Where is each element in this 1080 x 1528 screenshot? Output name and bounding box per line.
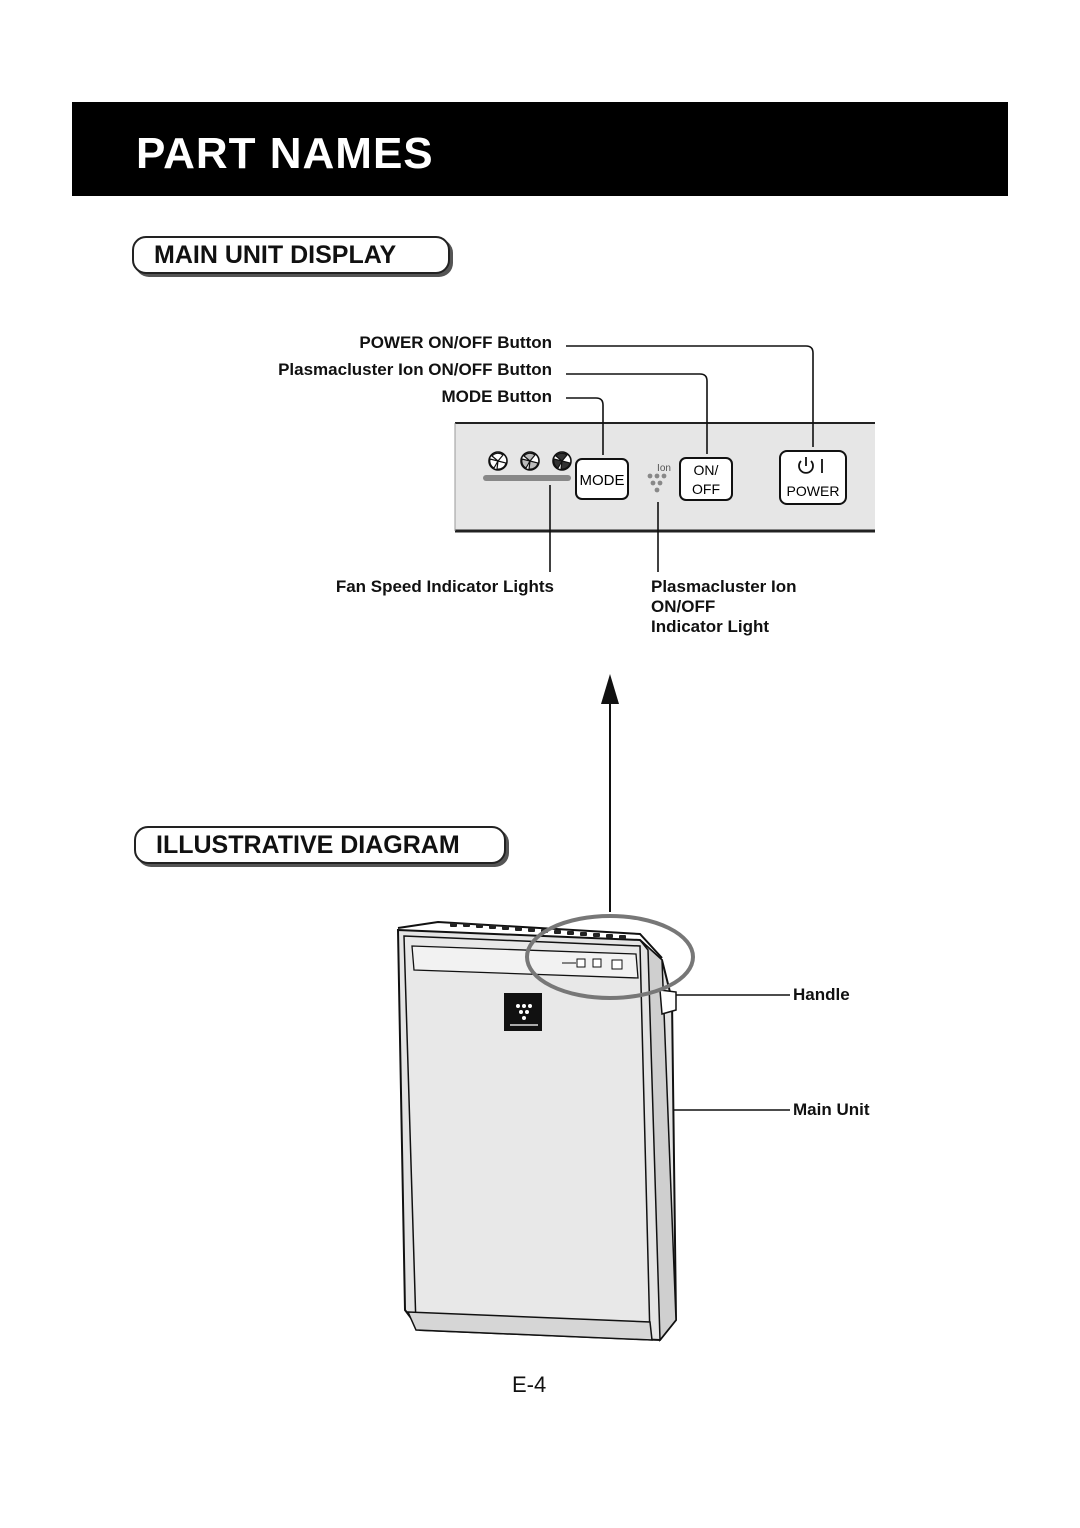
- label-ion-light-line3: Indicator Light: [651, 617, 770, 636]
- up-arrow: [601, 674, 619, 912]
- page-number: E-4: [512, 1372, 547, 1397]
- leader-lines: [549, 345, 814, 1111]
- power-button-label: POWER: [787, 483, 840, 499]
- label-fan-speed-lights: Fan Speed Indicator Lights: [335, 577, 554, 596]
- fan-high-icon: [552, 451, 572, 471]
- fan-medium-icon: [520, 451, 540, 471]
- mode-button[interactable]: MODE: [575, 458, 629, 500]
- section-header-illustrative-diagram: ILLUSTRATIVE DIAGRAM: [134, 826, 506, 864]
- power-icon: [798, 457, 823, 474]
- section-header-main-unit-display: MAIN UNIT DISPLAY: [132, 236, 450, 274]
- label-ion-light-line1: Plasmacluster Ion: [651, 577, 797, 596]
- ion-indicator-light: Ion: [647, 463, 671, 493]
- label-power-button: POWER ON/OFF Button: [359, 333, 552, 352]
- ion-mark-label: Ion: [657, 463, 671, 474]
- label-handle: Handle: [793, 985, 850, 1004]
- page-title: PART NAMES: [136, 129, 434, 178]
- ion-on-off-button[interactable]: ON/ OFF: [679, 457, 733, 501]
- logo-badge: [504, 993, 542, 1031]
- on-off-label-line2: OFF: [692, 481, 720, 497]
- power-button[interactable]: POWER: [779, 450, 847, 505]
- title-banner: PART NAMES: [72, 102, 1008, 196]
- label-ion-button: Plasmacluster Ion ON/OFF Button: [278, 360, 552, 379]
- on-off-label-line1: ON/: [694, 462, 719, 478]
- label-main-unit: Main Unit: [793, 1100, 870, 1119]
- section-title: MAIN UNIT DISPLAY: [154, 241, 397, 269]
- label-ion-light-line2: ON/OFF: [651, 597, 716, 616]
- fan-low-icon: [488, 451, 508, 471]
- section-title: ILLUSTRATIVE DIAGRAM: [156, 831, 460, 859]
- main-unit-illustration: [396, 914, 695, 1343]
- label-mode-button: MODE Button: [441, 387, 552, 406]
- mode-button-label: MODE: [580, 472, 625, 489]
